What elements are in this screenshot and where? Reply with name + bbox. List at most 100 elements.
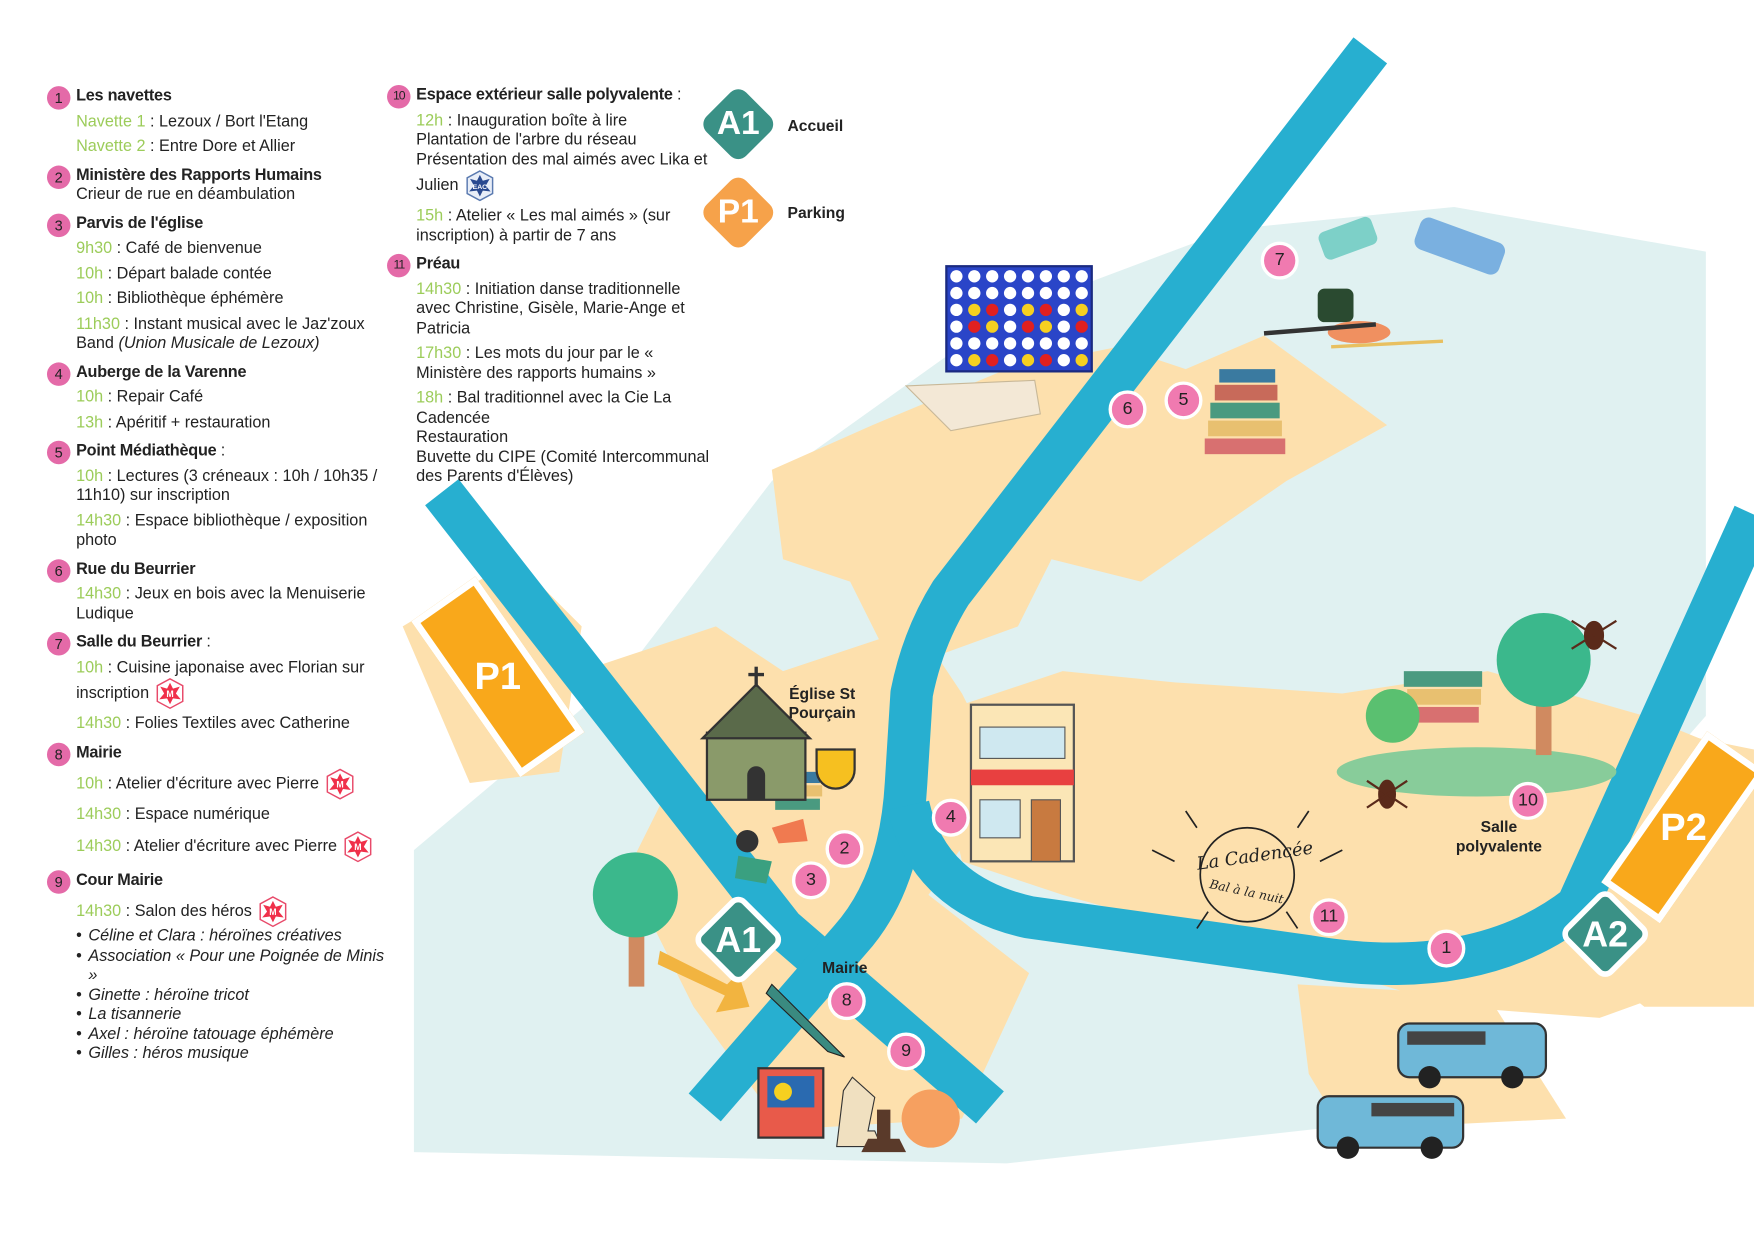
game-token	[1075, 320, 1088, 333]
access-a1-map: A1	[690, 892, 786, 988]
game-token	[1057, 270, 1070, 283]
map-marker-1[interactable]: 1	[1427, 929, 1466, 968]
sushi-textiles	[1263, 216, 1506, 349]
section-number-badge: 9	[46, 869, 71, 894]
section-title-text: Salle du Beurrier	[76, 633, 203, 652]
legend-a1-label: Accueil	[787, 116, 844, 135]
item-text: : Bibliothèque éphémère	[103, 289, 284, 308]
ant-icons	[1366, 619, 1617, 809]
legend-p1-label: Parking	[787, 203, 845, 222]
section-title-text: Parvis de l'église	[76, 214, 204, 233]
program-section-7: 7 Salle du Beurrier : 10h : Cuisine japon…	[46, 632, 394, 734]
map-marker-11[interactable]: 11	[1309, 898, 1348, 937]
map-marker-6[interactable]: 6	[1108, 390, 1147, 429]
badge-text: EAC	[473, 184, 488, 191]
item-time: Navette 2	[76, 137, 146, 156]
legend-p1-code: P1	[717, 193, 759, 231]
section-title: Mairie	[76, 743, 394, 763]
item-text: : Instant musical avec le Jaz'zoux Band	[76, 314, 365, 353]
game-token	[1039, 270, 1053, 283]
program-item: 12h : Inauguration boîte à lire	[416, 111, 711, 131]
map-marker-9[interactable]: 9	[887, 1032, 926, 1071]
item-time: 14h30	[76, 585, 122, 603]
bullet-text: Association « Pour une Poignée de Minis …	[88, 946, 385, 985]
item-time: 14h30	[76, 805, 122, 824]
program-item: 14h30 : Espace bibliothèque / exposition…	[76, 512, 394, 551]
section-title-text: Auberge de la Varenne	[76, 362, 247, 381]
program-item: 9h30 : Café de bienvenue	[76, 239, 394, 259]
section-title: Rue du Beurrier	[76, 560, 394, 580]
section-title-suffix: :	[672, 86, 682, 105]
program-section-5: 5 Point Médiathèque :10h : Lectures (3 c…	[46, 440, 394, 551]
parking-p1-label: P1	[474, 654, 522, 698]
bullet-item: Gilles : héros musique	[76, 1045, 394, 1065]
item-text: : Les mots du jour par le « Ministère de…	[416, 344, 656, 383]
map-marker-10[interactable]: 10	[1508, 781, 1548, 820]
item-text: Présentation des mal aimés avec Lika et …	[416, 150, 708, 195]
label-salle-polyvalente: Salle polyvalente	[1455, 817, 1543, 855]
church-icon	[699, 666, 856, 801]
program-item: 18h : Bal traditionnel avec la Cie La Ca…	[416, 389, 711, 428]
game-token	[1057, 354, 1070, 367]
map-marker-5[interactable]: 5	[1164, 381, 1203, 420]
map-marker-2[interactable]: 2	[825, 830, 864, 869]
m-badge-icon: M	[156, 678, 184, 710]
game-token	[950, 337, 963, 350]
game-token	[986, 286, 999, 300]
section-number-badge: 8	[46, 742, 71, 766]
map-marker-8[interactable]: 8	[827, 982, 866, 1021]
item-text: : Inauguration boîte à lire	[443, 111, 628, 130]
section-number-badge: 4	[46, 361, 71, 386]
game-token	[1057, 303, 1070, 317]
game-token	[968, 337, 981, 350]
section-title-text: Point Médiathèque	[76, 441, 217, 460]
program-item: 10h : Départ balade contée	[76, 265, 394, 285]
map-marker-7[interactable]: 7	[1260, 241, 1299, 280]
game-token	[986, 337, 999, 350]
item-text: : Entre Dore et Allier	[145, 137, 296, 156]
item-time: 14h30	[76, 902, 122, 921]
bullet-item: Association « Pour une Poignée de Minis …	[76, 947, 394, 986]
map-marker-4[interactable]: 4	[931, 798, 970, 837]
map-marker-3[interactable]: 3	[791, 861, 831, 900]
item-text: Crieur de rue en déambulation	[76, 185, 296, 204]
item-text: Restauration	[416, 428, 509, 447]
item-text: : Bal traditionnel avec la Cie La Cadenc…	[416, 389, 672, 427]
game-token	[968, 320, 981, 333]
item-text: Plantation de l'arbre du réseau	[416, 130, 637, 149]
program-item: 10h : Bibliothèque éphémère	[76, 290, 394, 310]
section-title: Cour Mairie	[76, 871, 394, 891]
game-token	[1021, 270, 1035, 283]
item-time: 10h	[76, 289, 104, 308]
item-time: 14h30	[76, 837, 122, 855]
game-token	[1021, 303, 1035, 317]
program-item: 10h : Cuisine japonaise avec Florian sur…	[76, 658, 394, 710]
section-title: Les navettes	[76, 87, 394, 107]
parking-p2: P2	[1601, 731, 1754, 924]
section-title-suffix: :	[202, 633, 211, 652]
game-token	[1039, 303, 1053, 317]
game-token	[1003, 337, 1017, 350]
game-token	[1021, 354, 1035, 367]
item-time: 10h	[76, 467, 104, 485]
section-title-text: Espace extérieur salle polyvalente	[416, 86, 673, 105]
game-token	[950, 354, 963, 367]
game-token	[968, 303, 981, 317]
item-text: : Jeux en bois avec la Menuiserie Ludiqu…	[76, 585, 366, 623]
section-number-badge: 1	[46, 86, 71, 110]
section-number-badge: 7	[46, 632, 71, 656]
program-item: 14h30 : Jeux en bois avec la Menuiserie …	[76, 585, 394, 624]
item-time: 18h	[416, 389, 444, 408]
game-token	[968, 286, 981, 300]
m-badge-icon: M	[326, 768, 354, 800]
legend-a1-badge: A1	[698, 84, 778, 164]
crier-icon	[734, 818, 808, 884]
section-number-badge: 3	[46, 213, 71, 237]
game-token	[986, 270, 999, 283]
game-token	[968, 354, 981, 367]
